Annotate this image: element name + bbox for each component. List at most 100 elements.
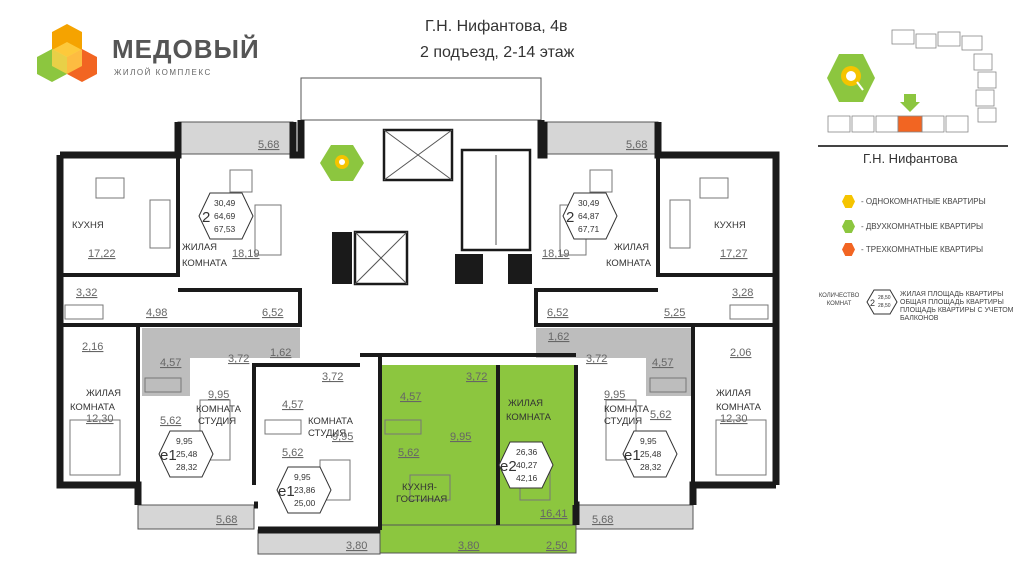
svg-text:3,80: 3,80: [458, 540, 479, 552]
svg-text:ГОСТИНАЯ: ГОСТИНАЯ: [396, 494, 447, 505]
svg-text:ЖИЛАЯ: ЖИЛАЯ: [86, 388, 121, 399]
svg-text:e2: e2: [500, 458, 517, 475]
svg-text:3,80: 3,80: [346, 540, 367, 552]
svg-text:26,36: 26,36: [516, 447, 538, 457]
svg-text:9,95: 9,95: [604, 389, 625, 401]
svg-text:42,16: 42,16: [516, 473, 538, 483]
svg-text:КОМНАТА: КОМНАТА: [606, 258, 652, 269]
apartment-badge[interactable]: e1 9,95 25,48 28,32: [622, 430, 678, 478]
svg-text:12,30: 12,30: [86, 413, 114, 425]
svg-text:КОМНАТА: КОМНАТА: [182, 258, 228, 269]
svg-text:28,32: 28,32: [176, 462, 198, 472]
yellow-hex-icon: [842, 195, 855, 208]
svg-text:18,19: 18,19: [232, 248, 260, 260]
apartment-badge[interactable]: 2 30,49 64,87 67,71: [562, 192, 618, 240]
svg-text:25,00: 25,00: [294, 498, 316, 508]
floor-plan: 5,68 5,68 17,22 17,27 18,19 18,19 3,32 3…: [56, 77, 780, 555]
svg-text:СТУДИЯ: СТУДИЯ: [604, 416, 642, 427]
site-map: [818, 29, 1008, 147]
legend-three-room: - ТРЕХКОМНАТНЫЕ КВАРТИРЫ: [842, 243, 983, 256]
svg-text:ЖИЛАЯ: ЖИЛАЯ: [182, 242, 217, 253]
svg-text:16,41: 16,41: [540, 508, 568, 520]
svg-text:КУХНЯ-: КУХНЯ-: [402, 482, 437, 493]
svg-text:КОМНАТА: КОМНАТА: [716, 402, 762, 413]
svg-text:5,62: 5,62: [398, 447, 419, 459]
key-badge-icon: 2 28,50 28,50: [866, 289, 898, 315]
svg-text:17,22: 17,22: [88, 248, 116, 260]
svg-text:ЖИЛАЯ: ЖИЛАЯ: [614, 242, 649, 253]
svg-text:9,95: 9,95: [294, 472, 311, 482]
svg-text:e1: e1: [624, 447, 641, 464]
legend-one-room: - ОДНОКОМНАТНЫЕ КВАРТИРЫ: [842, 195, 986, 208]
svg-text:5,25: 5,25: [664, 307, 685, 319]
svg-text:18,19: 18,19: [542, 248, 570, 260]
svg-text:40,27: 40,27: [516, 460, 538, 470]
svg-text:КОМНАТА: КОМНАТА: [604, 404, 650, 415]
svg-text:ЖИЛАЯ: ЖИЛАЯ: [508, 398, 543, 409]
svg-text:28,32: 28,32: [640, 462, 662, 472]
svg-text:67,53: 67,53: [214, 224, 236, 234]
svg-text:64,87: 64,87: [578, 211, 600, 221]
honeycomb-logo-icon: [37, 24, 97, 82]
svg-text:4,57: 4,57: [160, 357, 181, 369]
svg-text:5,68: 5,68: [592, 514, 613, 526]
svg-text:28,50: 28,50: [878, 303, 891, 309]
svg-text:5,68: 5,68: [216, 514, 237, 526]
svg-text:5,62: 5,62: [160, 415, 181, 427]
legend-two-room: - ДВУХКОМНАТНЫЕ КВАРТИРЫ: [842, 220, 983, 233]
svg-text:4,98: 4,98: [146, 307, 167, 319]
svg-text:12,30: 12,30: [720, 413, 748, 425]
svg-text:25,48: 25,48: [176, 449, 198, 459]
brand-name: МЕДОВЫЙ: [112, 34, 260, 64]
apartment-badge[interactable]: e1 9,95 23,86 25,00: [276, 466, 332, 514]
svg-text:25,48: 25,48: [640, 449, 662, 459]
svg-text:e1: e1: [278, 483, 295, 500]
svg-text:5,68: 5,68: [258, 139, 279, 151]
svg-text:1,62: 1,62: [548, 331, 569, 343]
svg-text:СТУДИЯ: СТУДИЯ: [198, 416, 236, 427]
svg-text:3,28: 3,28: [732, 287, 753, 299]
svg-text:28,50: 28,50: [878, 295, 891, 301]
svg-text:17,27: 17,27: [720, 248, 748, 260]
honey-marker-icon: [827, 54, 875, 102]
svg-text:2,50: 2,50: [546, 540, 567, 552]
svg-text:ЖИЛАЯ: ЖИЛАЯ: [716, 388, 751, 399]
svg-text:30,49: 30,49: [214, 198, 236, 208]
svg-text:e1: e1: [160, 447, 177, 464]
svg-text:6,52: 6,52: [547, 307, 568, 319]
svg-text:9,95: 9,95: [640, 436, 657, 446]
svg-text:9,95: 9,95: [208, 389, 229, 401]
svg-text:67,71: 67,71: [578, 224, 600, 234]
svg-text:3,72: 3,72: [466, 371, 487, 383]
brand-subtitle: ЖИЛОЙ КОМПЛЕКС: [114, 68, 212, 77]
svg-text:5,62: 5,62: [650, 409, 671, 421]
svg-text:4,57: 4,57: [400, 391, 421, 403]
orange-hex-icon: [842, 243, 855, 256]
svg-text:КОМНАТА: КОМНАТА: [308, 416, 354, 427]
svg-text:2: 2: [870, 298, 875, 308]
address-title: Г.Н. Нифантова, 4в: [425, 18, 568, 35]
svg-text:3,72: 3,72: [228, 353, 249, 365]
svg-text:2: 2: [566, 209, 574, 226]
svg-text:23,86: 23,86: [294, 485, 316, 495]
svg-text:5,68: 5,68: [626, 139, 647, 151]
apartment-badge[interactable]: e2 26,36 40,27 42,16: [498, 441, 554, 489]
svg-text:3,32: 3,32: [76, 287, 97, 299]
svg-text:5,62: 5,62: [282, 447, 303, 459]
svg-text:4,57: 4,57: [652, 357, 673, 369]
svg-text:3,72: 3,72: [322, 371, 343, 383]
svg-text:6,52: 6,52: [262, 307, 283, 319]
section-title: 2 подъезд, 2-14 этаж: [420, 44, 575, 61]
svg-text:9,95: 9,95: [450, 431, 471, 443]
apartment-badge[interactable]: e1 9,95 25,48 28,32: [158, 430, 214, 478]
svg-text:2,06: 2,06: [730, 347, 751, 359]
svg-text:4,57: 4,57: [282, 399, 303, 411]
svg-text:3,72: 3,72: [586, 353, 607, 365]
svg-text:СТУДИЯ: СТУДИЯ: [308, 428, 346, 439]
svg-text:2: 2: [202, 209, 210, 226]
svg-text:9,95: 9,95: [176, 436, 193, 446]
svg-text:КОМНАТА: КОМНАТА: [196, 404, 242, 415]
key-rooms-label: КОЛИЧЕСТВО КОМНАТ: [818, 293, 860, 307]
svg-text:2,16: 2,16: [82, 341, 103, 353]
apartment-badge[interactable]: 2 30,49 64,69 67,53: [198, 192, 254, 240]
